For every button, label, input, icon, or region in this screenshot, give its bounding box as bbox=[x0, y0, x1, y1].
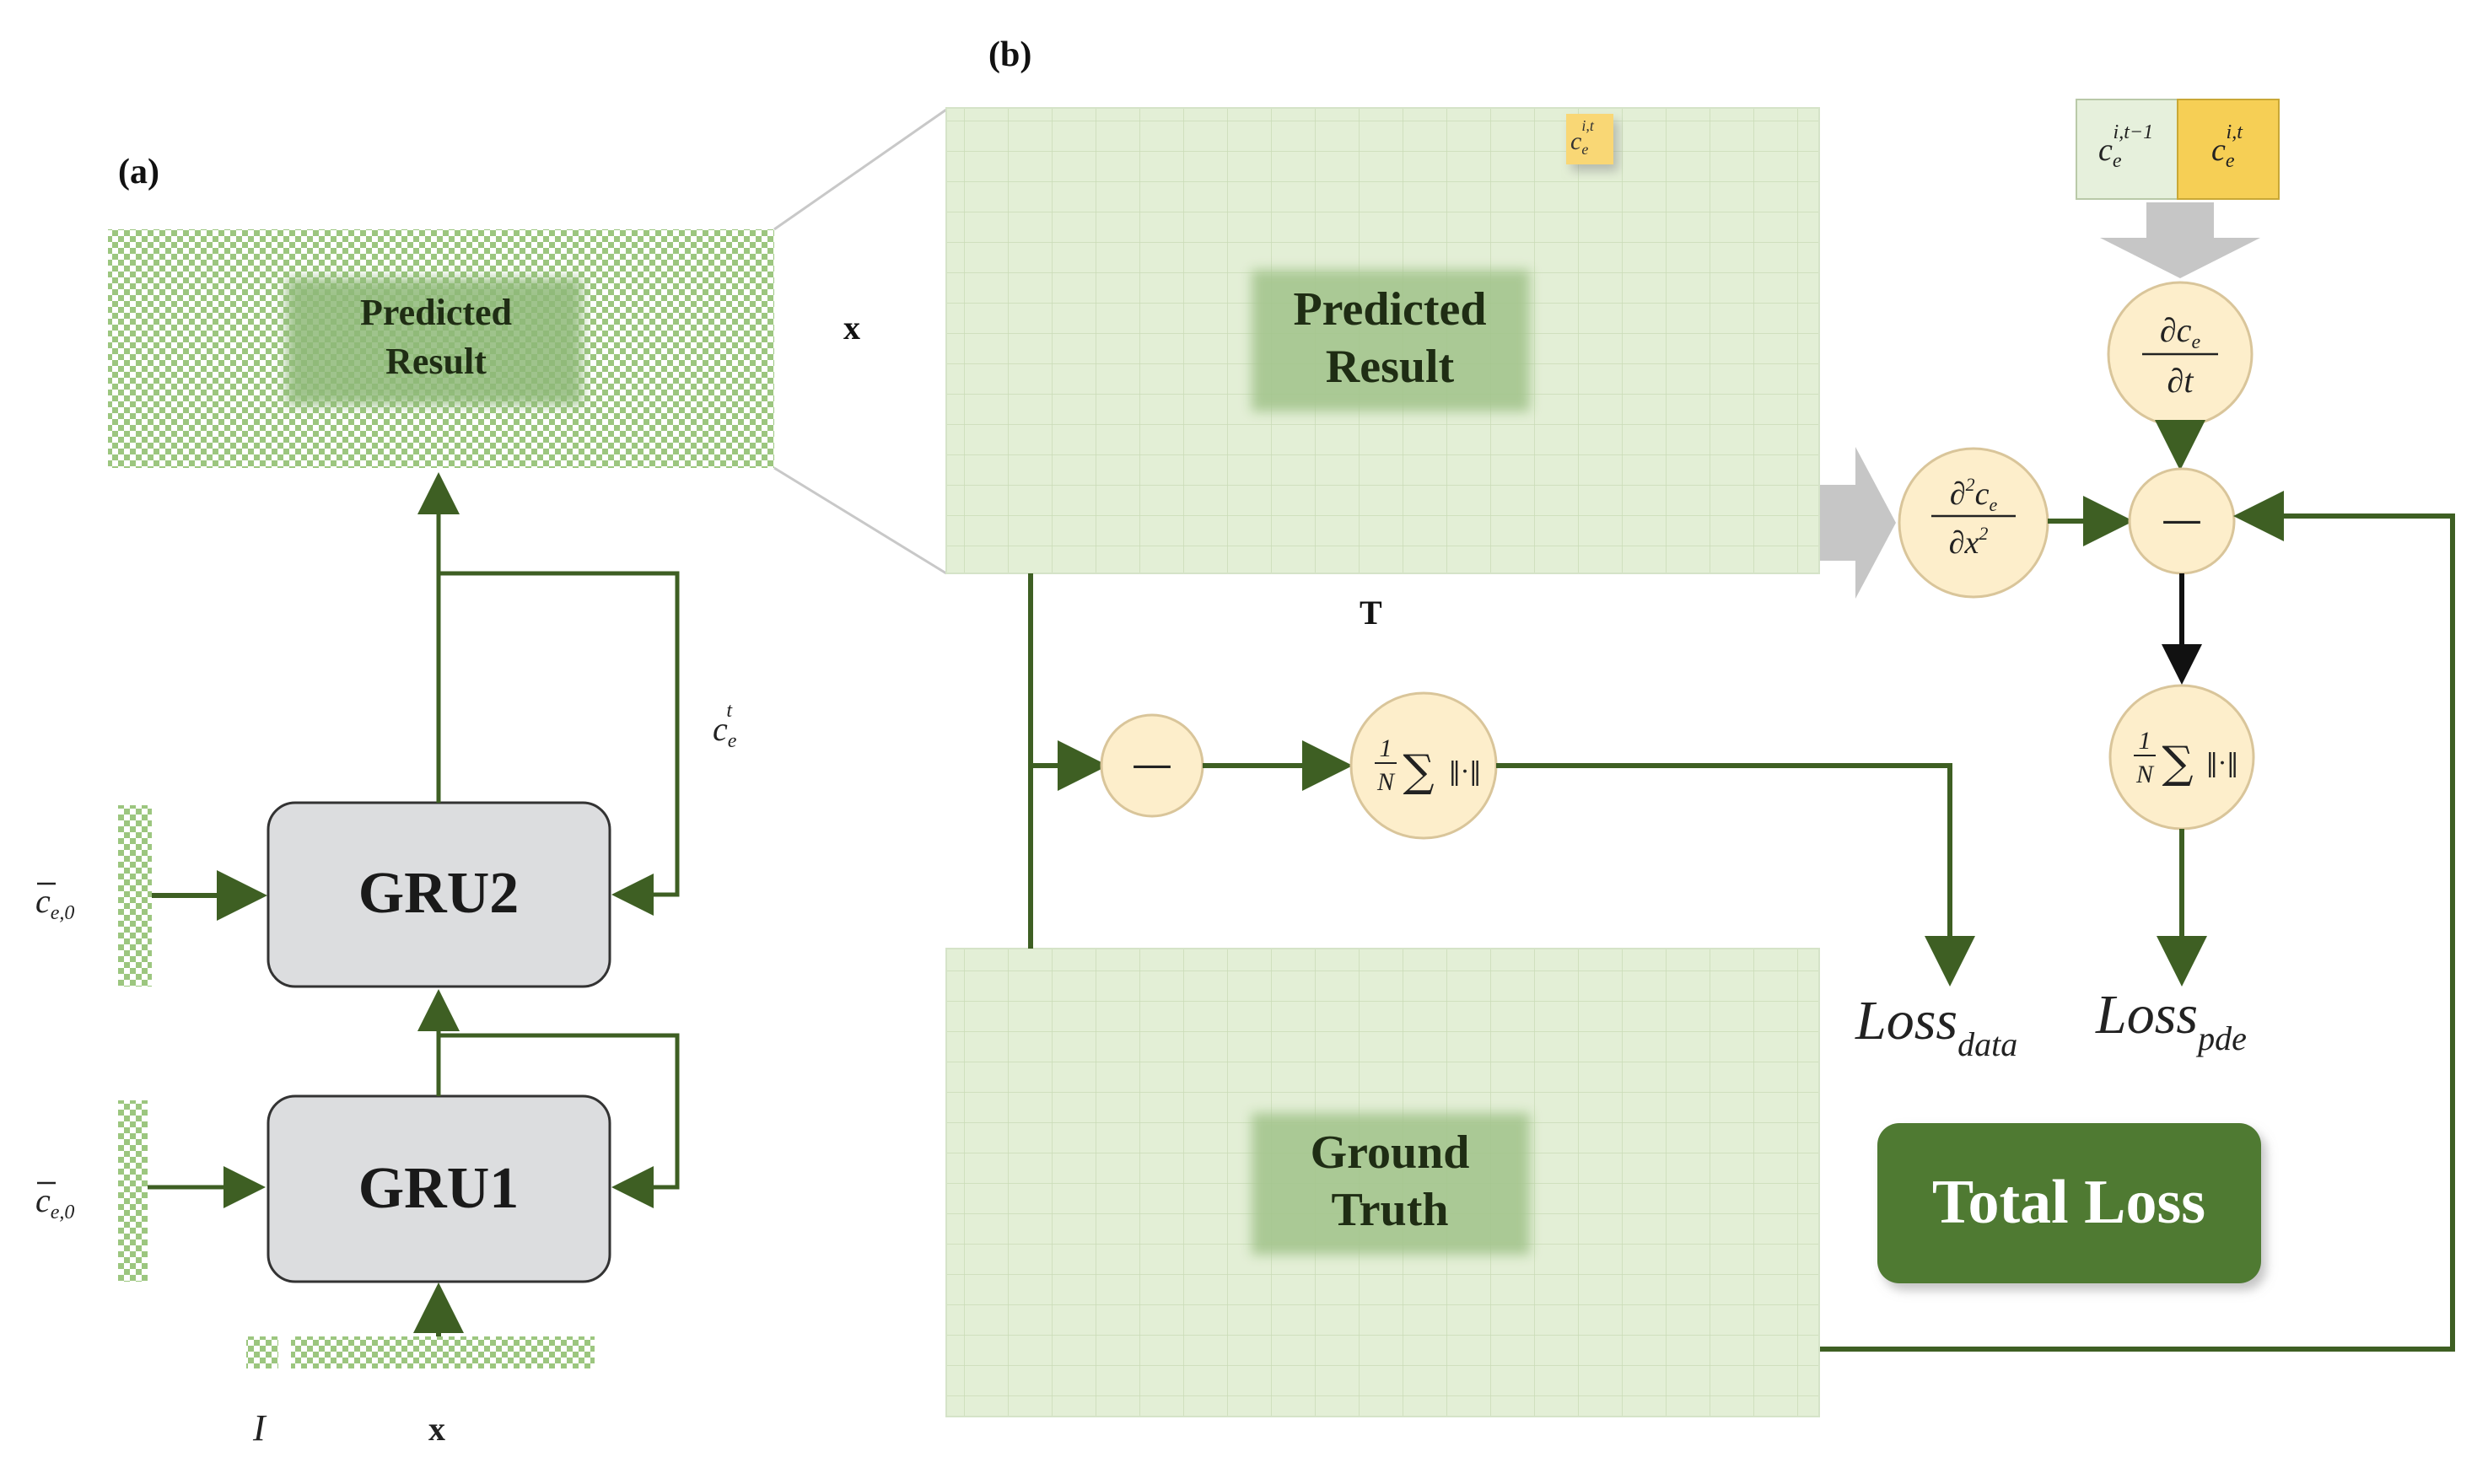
gru1-label: GRU1 bbox=[358, 1156, 520, 1221]
strip-prev bbox=[2076, 99, 2178, 200]
gru2-label: GRU2 bbox=[358, 861, 520, 926]
grey-arrow-to-temporal bbox=[2100, 202, 2260, 278]
highlight-cell-label: cei,t bbox=[1570, 117, 1595, 158]
input-bar-gru2 bbox=[118, 805, 152, 987]
minus-node-data-label: — bbox=[1132, 740, 1172, 788]
feedback-label: cet bbox=[713, 700, 737, 752]
arrow-norm-to-lossdata bbox=[1496, 763, 1975, 987]
svg-text:1: 1 bbox=[1380, 734, 1392, 762]
zoom-line-bottom bbox=[773, 466, 947, 575]
panel-a-predicted-label-bg bbox=[287, 278, 582, 405]
strip-current-label: cei,t bbox=[2211, 121, 2243, 172]
svg-text:∑: ∑ bbox=[2162, 738, 2193, 788]
panel-b-ground-line1: Ground bbox=[1311, 1126, 1470, 1179]
minus-node-pde-label: — bbox=[2162, 496, 2202, 543]
loss-data-label: Lossdata bbox=[1855, 990, 2017, 1063]
svg-text:‖·‖: ‖·‖ bbox=[2205, 749, 2239, 778]
input-label-gru1: ce,0 bbox=[35, 1181, 74, 1223]
svg-text:N: N bbox=[1376, 768, 1396, 796]
arrow-gru2-feedback bbox=[439, 571, 680, 916]
total-loss-box bbox=[1877, 1123, 2261, 1283]
svg-text:∑: ∑ bbox=[1403, 746, 1434, 797]
svg-text:∂t: ∂t bbox=[2167, 362, 2194, 400]
zoom-line-top bbox=[773, 108, 947, 231]
panel-b-predicted-line2: Result bbox=[1326, 341, 1455, 393]
total-loss-label: Total Loss bbox=[1932, 1168, 2205, 1237]
svg-text:1: 1 bbox=[2139, 727, 2151, 755]
svg-text:∂ce: ∂ce bbox=[2160, 311, 2201, 353]
strip-prev-label: cei,t−1 bbox=[2098, 121, 2153, 172]
temporal-derivative-formula: ∂ce ∂t bbox=[2142, 311, 2218, 400]
svg-text:∂2ce: ∂2ce bbox=[1950, 474, 1998, 515]
panel-a-label: (a) bbox=[118, 153, 159, 191]
panel-b-predicted-line1: Predicted bbox=[1293, 283, 1486, 336]
panel-b-ground-label-bg bbox=[1252, 1113, 1530, 1255]
panel-b-label: (b) bbox=[988, 35, 1031, 74]
panel-b-predicted-label-bg bbox=[1252, 270, 1530, 411]
input-bar-gru1 bbox=[118, 1100, 148, 1282]
panel-a-predicted-line1: Predicted bbox=[360, 292, 512, 333]
strip-current bbox=[2177, 99, 2280, 200]
spatial-derivative-node bbox=[1898, 447, 2049, 599]
input-bar-I bbox=[246, 1336, 278, 1368]
axis-x-label: x bbox=[843, 309, 860, 347]
arrow-gru1-feedback bbox=[439, 1033, 680, 1208]
grey-arrow-to-spatial bbox=[1820, 447, 1896, 599]
svg-text:N: N bbox=[2135, 761, 2155, 788]
norm-formula-pde: 1 N ∑ ‖·‖ bbox=[2134, 727, 2239, 788]
bottom-I-label: I bbox=[252, 1407, 267, 1449]
svg-text:‖·‖: ‖·‖ bbox=[1448, 757, 1482, 787]
spatial-derivative-formula: ∂2ce ∂x2 bbox=[1931, 474, 2016, 561]
bottom-x-label: x bbox=[428, 1410, 445, 1448]
axis-T-label: T bbox=[1360, 594, 1382, 632]
svg-text:∂x2: ∂x2 bbox=[1949, 523, 1989, 561]
input-label-gru2: ce,0 bbox=[35, 882, 74, 924]
loss-pde-label: Losspde bbox=[2095, 984, 2247, 1057]
norm-formula-data: 1 N ∑ ‖·‖ bbox=[1375, 734, 1482, 797]
panel-b-ground-line2: Truth bbox=[1332, 1184, 1449, 1236]
arrow-ground-to-minus-pde bbox=[1820, 491, 2455, 1352]
input-bar-x bbox=[291, 1336, 595, 1368]
highlight-cell bbox=[1566, 114, 1613, 164]
panel-a-predicted-line2: Result bbox=[385, 341, 487, 382]
